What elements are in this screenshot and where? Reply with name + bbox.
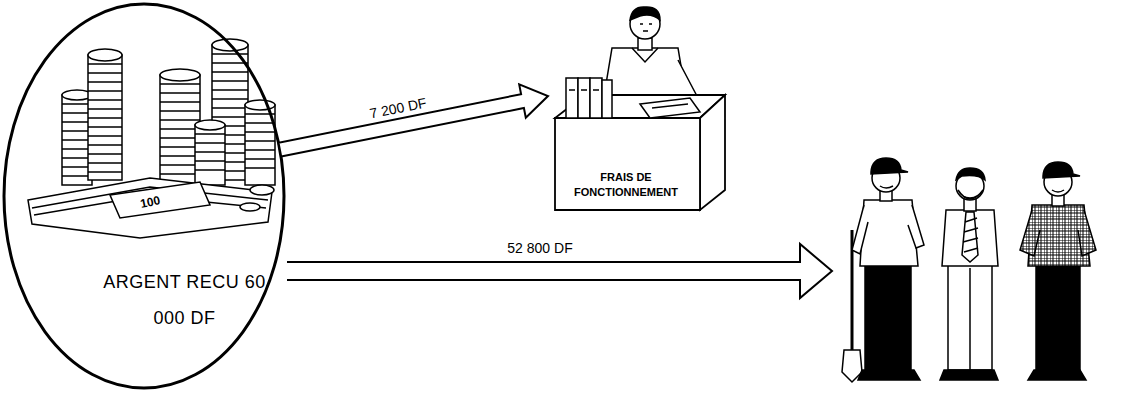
flow-amount: 52 800 DF bbox=[470, 240, 610, 256]
workers-figures bbox=[842, 158, 1096, 382]
block-arrow bbox=[279, 84, 549, 156]
arrow-shape bbox=[279, 84, 549, 156]
banknotes bbox=[28, 178, 274, 238]
edge-label: 7 200 DF bbox=[368, 94, 428, 121]
banknote-value: 100 bbox=[139, 189, 181, 211]
node-text: ARGENT RECU 60 000 DF bbox=[97, 264, 272, 336]
node-text: FRAIS DE FONCTIONNEMENT bbox=[562, 170, 690, 200]
